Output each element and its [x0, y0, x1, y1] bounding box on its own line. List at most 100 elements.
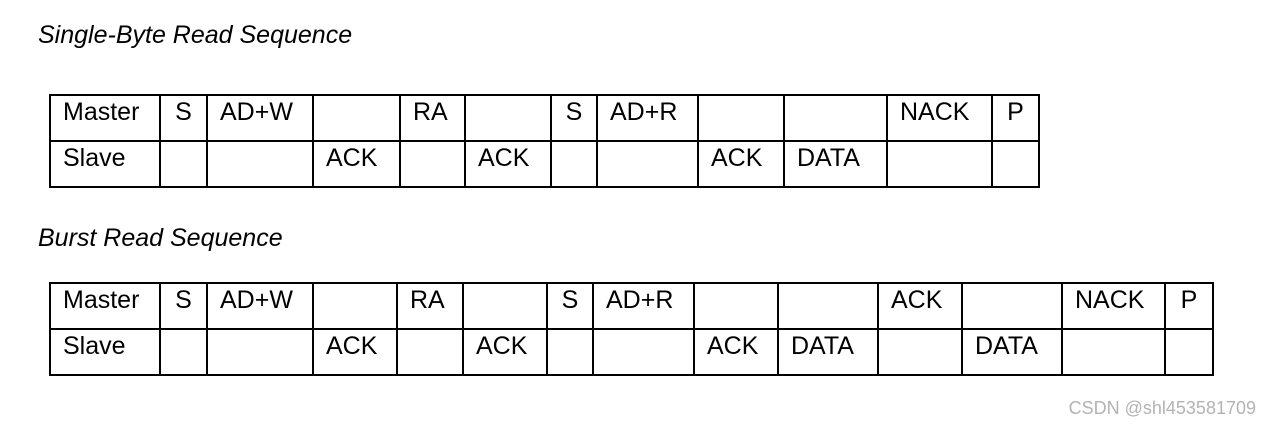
sequence-cell	[1164, 328, 1214, 376]
cell-text: ACK	[711, 144, 763, 172]
sequence-cell: S	[546, 282, 594, 330]
sequence-cell: AD+W	[206, 282, 314, 330]
cell-text	[1063, 330, 1164, 331]
sequence-cell: DATA	[961, 328, 1063, 376]
cell-text	[161, 142, 206, 143]
sequence-cell	[961, 282, 1063, 330]
sequence-cell	[399, 140, 466, 188]
sequence-cell	[546, 328, 594, 376]
sequence-cell: ACK	[462, 328, 548, 376]
cell-text	[785, 96, 886, 97]
cell-text: NACK	[900, 98, 970, 126]
cell-text	[879, 330, 961, 331]
sequence-cell	[693, 282, 779, 330]
cell-text: AD+W	[220, 98, 293, 126]
cell-text: ACK	[326, 332, 378, 360]
single-byte-read-title: Single-Byte Read Sequence	[38, 21, 353, 49]
sequence-cell	[1061, 328, 1166, 376]
cell-text: ACK	[326, 144, 378, 172]
cell-text	[699, 96, 783, 97]
cell-text	[208, 330, 312, 331]
sequence-cell: ACK	[464, 140, 552, 188]
cell-text: NACK	[1075, 286, 1145, 314]
cell-text	[548, 330, 592, 331]
sequence-cell: P	[1164, 282, 1214, 330]
single-byte-read-body: Master S AD+W RA S AD+R NACK P Slave ACK…	[49, 94, 1040, 188]
cell-text: RA	[410, 286, 445, 314]
sequence-cell: ACK	[312, 140, 401, 188]
cell-text: ACK	[707, 332, 759, 360]
cell-text: DATA	[975, 332, 1038, 360]
sequence-cell: S	[159, 282, 208, 330]
sequence-cell	[596, 140, 699, 188]
row-label-cell: Master	[49, 282, 161, 330]
cell-text: AD+R	[606, 286, 674, 314]
cell-text: AD+W	[220, 286, 293, 314]
sequence-cell	[206, 328, 314, 376]
burst-read-title: Burst Read Sequence	[38, 224, 283, 252]
cell-text	[401, 142, 464, 143]
sequence-cell	[159, 328, 208, 376]
row-label: Slave	[63, 332, 126, 360]
cell-text	[598, 142, 697, 143]
sequence-cell: DATA	[777, 328, 879, 376]
cell-text: ACK	[891, 286, 943, 314]
cell-text: DATA	[797, 144, 860, 172]
sequence-cell	[464, 94, 552, 142]
cell-text: S	[175, 98, 192, 126]
sequence-cell: NACK	[886, 94, 993, 142]
cell-text	[552, 142, 596, 143]
slave-row: Slave ACK ACK ACK DATA DATA	[49, 328, 1214, 376]
cell-text: RA	[413, 98, 448, 126]
sequence-cell	[877, 328, 963, 376]
sequence-cell: AD+R	[592, 282, 695, 330]
sequence-cell	[991, 140, 1040, 188]
cell-text	[993, 142, 1038, 143]
cell-text	[314, 284, 396, 285]
single-byte-read-table: Master S AD+W RA S AD+R NACK P Slave ACK…	[49, 94, 1040, 188]
cell-text	[464, 284, 546, 285]
sequence-cell	[206, 140, 314, 188]
master-row: Master S AD+W RA S AD+R NACK P	[49, 94, 1040, 142]
sequence-cell: NACK	[1061, 282, 1166, 330]
cell-text: ACK	[476, 332, 528, 360]
sequence-cell: RA	[399, 94, 466, 142]
row-label-cell: Slave	[49, 140, 161, 188]
sequence-cell: AD+W	[206, 94, 314, 142]
sequence-cell	[550, 140, 598, 188]
cell-text	[208, 142, 312, 143]
sequence-cell	[592, 328, 695, 376]
sequence-cell: S	[550, 94, 598, 142]
cell-text	[963, 284, 1061, 285]
row-label: Slave	[63, 144, 126, 172]
sequence-cell: S	[159, 94, 208, 142]
row-label: Master	[63, 98, 140, 126]
cell-text	[594, 330, 693, 331]
sequence-cell	[697, 94, 785, 142]
sequence-cell: P	[991, 94, 1040, 142]
sequence-cell	[777, 282, 879, 330]
cell-text: S	[561, 286, 579, 314]
sequence-cell	[783, 94, 888, 142]
cell-text: ACK	[478, 144, 530, 172]
row-label-cell: Master	[49, 94, 161, 142]
slave-row: Slave ACK ACK ACK DATA	[49, 140, 1040, 188]
watermark: CSDN @shl453581709	[1068, 398, 1256, 418]
cell-text	[779, 284, 877, 285]
cell-text: S	[175, 286, 192, 314]
sequence-cell	[312, 282, 398, 330]
sequence-cell	[312, 94, 401, 142]
burst-read-body: Master S AD+W RA S AD+R ACK NACK P Slave…	[49, 282, 1214, 376]
cell-text	[161, 330, 206, 331]
sequence-cell: AD+R	[596, 94, 699, 142]
sequence-cell: DATA	[783, 140, 888, 188]
cell-text	[314, 96, 399, 97]
cell-text	[888, 142, 991, 143]
sequence-cell	[886, 140, 993, 188]
sequence-cell	[159, 140, 208, 188]
sequence-cell: RA	[396, 282, 464, 330]
sequence-cell: ACK	[697, 140, 785, 188]
master-row: Master S AD+W RA S AD+R ACK NACK P	[49, 282, 1214, 330]
row-label: Master	[63, 286, 140, 314]
row-label-cell: Slave	[49, 328, 161, 376]
